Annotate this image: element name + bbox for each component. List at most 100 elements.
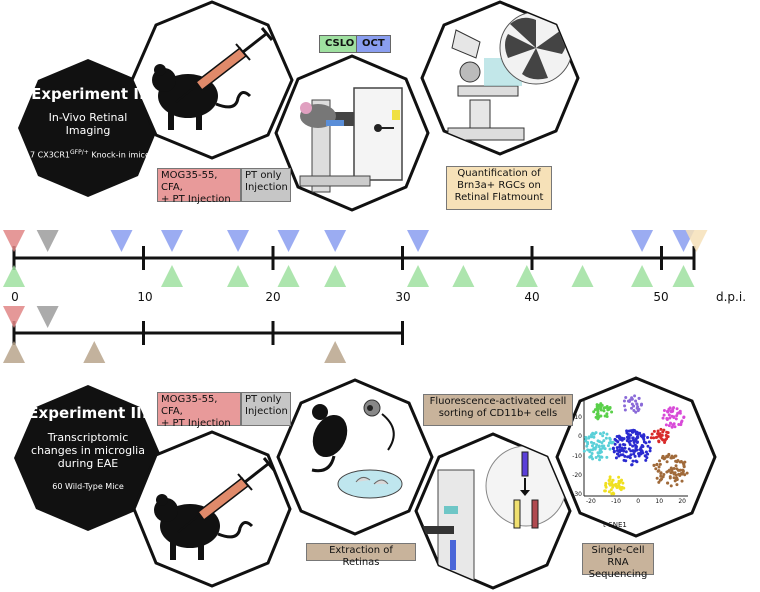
- tsne-point: [596, 451, 600, 455]
- timeline-unit: d.p.i.: [716, 290, 747, 304]
- tsne-point: [655, 462, 659, 466]
- tsne-point: [618, 445, 622, 449]
- tsne-point: [673, 471, 677, 475]
- tsne-point: [668, 406, 672, 410]
- tsne-point: [616, 440, 620, 444]
- quant-line3: Retinal Flatmount: [454, 192, 544, 203]
- tissue-collection-marker: [324, 341, 347, 363]
- tsne-point: [632, 409, 636, 413]
- experiment1-desc-line2: Imaging: [65, 124, 111, 137]
- tsne-xtick: 10: [655, 498, 664, 505]
- mice-strain: 7 CX3CR1: [30, 150, 71, 160]
- tsne-point: [657, 469, 661, 473]
- tsne-point: [639, 403, 643, 407]
- tsne-point: [631, 444, 635, 448]
- pt-only-line2: Injection: [245, 182, 288, 193]
- oct-marker: [631, 230, 654, 252]
- petri-dish-icon: [337, 469, 403, 499]
- cslo-marker: [277, 265, 300, 287]
- tsne-point: [672, 476, 676, 480]
- microscope-icon: [447, 29, 525, 141]
- quantification-label: Quantification of Brn3a+ RGCs on Retinal…: [446, 166, 552, 210]
- tsne-point: [652, 464, 656, 468]
- tsne-point: [682, 465, 686, 469]
- retinal-imager-icon: [299, 87, 403, 193]
- tsne-point: [602, 431, 606, 435]
- tick-label-50: 50: [653, 290, 669, 304]
- tsne-point: [607, 490, 611, 494]
- tsne-point: [603, 489, 607, 493]
- tsne-point: [634, 446, 638, 450]
- tsne-point: [587, 436, 591, 440]
- tsne-ytick: 10: [574, 414, 582, 421]
- imaging-octagon: [274, 54, 430, 212]
- tsne-point: [665, 470, 669, 474]
- tsne-point: [592, 432, 596, 436]
- tsne-point: [591, 448, 595, 452]
- tsne-point: [640, 449, 644, 453]
- tsne-octagon: [555, 376, 717, 538]
- tsne-point: [603, 447, 607, 451]
- tsne-point: [675, 483, 679, 487]
- tsne-point: [618, 448, 622, 452]
- facs-label: Fluorescence-activated cell sorting of C…: [423, 394, 573, 426]
- tsne-point: [621, 481, 625, 485]
- tsne-point: [589, 455, 593, 459]
- tsne-point: [626, 455, 630, 459]
- tsne-point: [620, 438, 624, 442]
- tsne-point: [595, 443, 599, 447]
- tsne-point: [646, 444, 650, 448]
- tsne-point: [679, 471, 683, 475]
- cslo-marker: [571, 265, 594, 287]
- cslo-tag: CSLO: [319, 35, 361, 53]
- tsne-point: [586, 448, 590, 452]
- tsne-point: [594, 445, 598, 449]
- tsne-axes: [583, 400, 688, 497]
- cslo-marker: [227, 265, 250, 287]
- experiment2-desc-line1: Transcriptomic: [47, 431, 129, 444]
- pt-only-line1: PT only: [245, 394, 282, 405]
- tsne-xticks: -20 -10 0 10 20: [586, 498, 686, 505]
- tsne-point: [602, 439, 606, 443]
- tsne-point: [585, 444, 589, 448]
- extraction-label: Extraction of Retinas: [306, 543, 416, 568]
- tsne-point: [656, 429, 660, 433]
- tsne-point: [662, 438, 666, 442]
- tsne-point: [619, 488, 623, 492]
- tsne-point: [612, 450, 616, 454]
- tsne-point: [647, 440, 651, 444]
- mog-injection-marker: [3, 306, 25, 328]
- quant-line2: Brn3a+ RGCs on: [457, 180, 541, 191]
- tsne-point: [679, 420, 683, 424]
- tsne-point: [630, 396, 634, 400]
- mice-line: Knock-in imice: [88, 150, 150, 160]
- retina-flatmount-icon: [499, 11, 573, 85]
- tsne-point: [674, 454, 678, 458]
- tsne-point: [590, 444, 594, 448]
- tsne-point: [672, 422, 676, 426]
- tsne-point: [667, 413, 671, 417]
- tsne-point: [635, 406, 639, 410]
- tsne-point: [588, 448, 592, 452]
- tsne-point: [666, 410, 670, 414]
- tsne-point: [600, 441, 604, 445]
- tsne-point: [595, 407, 599, 411]
- tsne-point: [660, 456, 664, 460]
- tsne-point: [648, 449, 652, 453]
- tsne-point: [685, 471, 689, 475]
- tsne-point: [636, 435, 640, 439]
- tsne-point: [632, 452, 636, 456]
- tick-label-40: 40: [524, 290, 540, 304]
- cslo-marker: [324, 265, 347, 287]
- tsne-point: [597, 444, 601, 448]
- tick-label-30: 30: [395, 290, 411, 304]
- tsne-point: [670, 469, 674, 473]
- tsne-point: [582, 449, 586, 453]
- facs-octagon: [414, 432, 572, 590]
- tsne-point: [648, 446, 652, 450]
- tsne-point: [667, 424, 671, 428]
- pt-only-line2: Injection: [245, 406, 288, 417]
- mog-injection-label-2: MOG35-55, CFA, + PT Injection: [157, 392, 241, 429]
- mice-genotype: GFP/+: [70, 149, 89, 156]
